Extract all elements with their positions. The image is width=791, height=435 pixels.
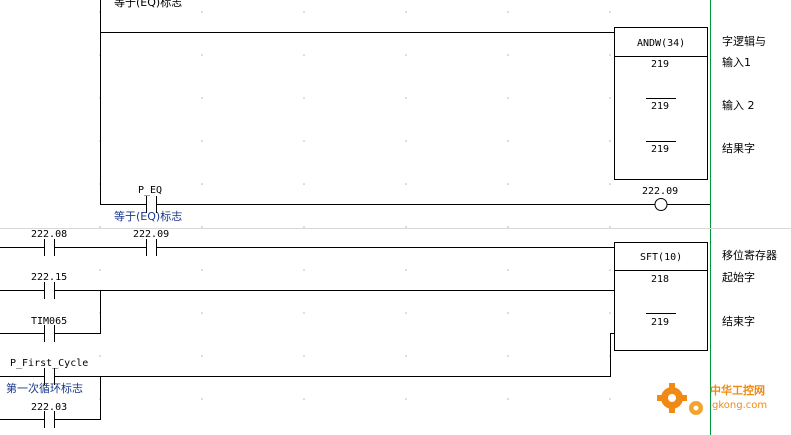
grid-dot	[507, 140, 509, 142]
contact-222-15[interactable]	[44, 282, 55, 299]
grid-dot	[303, 398, 305, 400]
grid-dot	[201, 226, 203, 228]
andw-title: ANDW(34)	[637, 38, 685, 49]
grid-dot	[609, 183, 611, 185]
grid-dot	[507, 97, 509, 99]
andw-desc-2: 输入 2	[722, 98, 755, 112]
grid-dot	[99, 269, 101, 271]
grid-dot	[609, 312, 611, 314]
contact-p-first-cycle-comment: 第一次循环标志	[6, 381, 83, 395]
grid-dot	[201, 269, 203, 271]
grid-dot	[303, 140, 305, 142]
sft-desc-2: 结束字	[722, 314, 755, 328]
grid-dot	[303, 11, 305, 13]
sft-desc-title: 移位寄存器	[722, 248, 777, 262]
sft-operand-1: 218	[651, 274, 669, 285]
grid-dot	[609, 11, 611, 13]
contact-p-eq[interactable]	[146, 196, 157, 213]
watermark: 中华工控网 gkong.com	[657, 383, 767, 415]
contact-222-03[interactable]	[44, 411, 55, 428]
contact-tim065-label: TIM065	[31, 316, 67, 327]
rung-2: 222.08 222.09 222.15 TIM065 P_First	[0, 229, 777, 428]
andw-operand-3: 219	[651, 144, 669, 155]
grid-dot	[201, 11, 203, 13]
grid-dot	[99, 355, 101, 357]
coil-222-09[interactable]	[654, 198, 668, 211]
grid-dot	[405, 54, 407, 56]
contact-p-eq-comment: 等于(EQ)标志	[114, 209, 182, 223]
sft-desc-1: 起始字	[722, 270, 755, 284]
grid-dot	[405, 398, 407, 400]
grid-dot	[303, 269, 305, 271]
grid-dot	[405, 140, 407, 142]
contact-222-08[interactable]	[44, 239, 55, 256]
grid-dot	[507, 355, 509, 357]
grid-dot	[303, 355, 305, 357]
andw-operand-2: 219	[651, 101, 669, 112]
contact-222-15-label: 222.15	[31, 272, 67, 283]
grid-dot	[405, 11, 407, 13]
sft-title: SFT(10)	[640, 252, 682, 263]
grid-dot	[609, 226, 611, 228]
andw-desc-title: 字逻辑与	[722, 34, 766, 48]
grid-dot	[303, 226, 305, 228]
grid-dot	[201, 97, 203, 99]
contact-222-03-label: 222.03	[31, 402, 67, 413]
grid-dot	[507, 269, 509, 271]
grid-dot	[609, 97, 611, 99]
grid-dot	[609, 269, 611, 271]
gear-icon	[657, 383, 703, 415]
grid-dot	[201, 312, 203, 314]
grid-dot	[609, 54, 611, 56]
grid-dot	[201, 54, 203, 56]
contact-tim065[interactable]	[44, 325, 55, 342]
andw-desc-1: 输入1	[722, 55, 751, 69]
grid-dot	[201, 398, 203, 400]
contact-p-first-cycle[interactable]	[44, 368, 55, 385]
sft-operand-2: 219	[651, 317, 669, 328]
contact-222-09[interactable]	[146, 239, 157, 256]
grid-dot	[507, 54, 509, 56]
andw-desc-3: 结果字	[722, 141, 755, 155]
grid-dot	[507, 226, 509, 228]
andw-block[interactable]	[614, 27, 708, 180]
andw-operand-1: 219	[651, 59, 669, 70]
contact-222-08-label: 222.08	[31, 229, 67, 240]
contact-p-first-cycle-label: P_First_Cycle	[10, 358, 88, 369]
grid-dot	[303, 183, 305, 185]
grid-dot	[99, 226, 101, 228]
contact-222-09-label: 222.09	[133, 229, 169, 240]
watermark-main: 中华工控网	[710, 383, 765, 397]
rung1-top-comment: 等于(EQ)标志	[114, 0, 182, 9]
grid-dot	[507, 11, 509, 13]
grid-dot	[507, 183, 509, 185]
contact-p-eq-label: P_EQ	[138, 185, 162, 196]
grid-dot	[405, 183, 407, 185]
grid-dots	[99, 11, 611, 400]
grid-dot	[405, 269, 407, 271]
grid-dot	[609, 140, 611, 142]
grid-dot	[303, 312, 305, 314]
grid-dot	[405, 312, 407, 314]
rung-1: 等于(EQ)标志 P_EQ 等于(EQ)标志 222.09 ANDW(34) 2…	[100, 0, 766, 223]
grid-dot	[303, 54, 305, 56]
grid-dot	[507, 398, 509, 400]
grid-dot	[303, 97, 305, 99]
grid-dot	[405, 97, 407, 99]
grid-dot	[201, 355, 203, 357]
grid-dot	[609, 398, 611, 400]
grid-dot	[201, 140, 203, 142]
coil-222-09-label: 222.09	[642, 186, 678, 197]
grid-dot	[405, 226, 407, 228]
grid-dot	[507, 312, 509, 314]
grid-dot	[405, 355, 407, 357]
sft-block[interactable]	[614, 242, 708, 351]
watermark-sub: gkong.com	[712, 400, 767, 411]
grid-dot	[201, 183, 203, 185]
